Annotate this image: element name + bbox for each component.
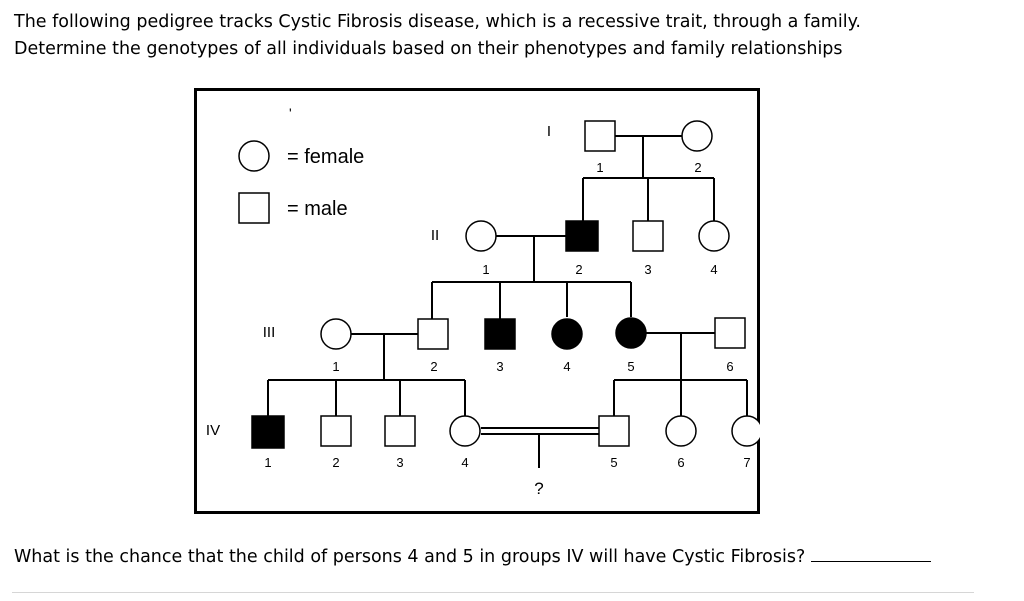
stray-mark: ' [289,105,292,121]
label-iii-1: 1 [332,359,339,374]
label-iii-4: 4 [563,359,570,374]
individual-iv-3-male [384,415,416,447]
instructions-line-2: Determine the genotypes of all individua… [14,39,843,59]
label-ii-4: 4 [710,262,717,277]
generation-label-i: I [547,123,551,140]
individual-iii-2-male [417,318,449,350]
individual-i-1-male [584,120,616,152]
label-ii-2: 2 [575,262,582,277]
label-iii-5: 5 [627,359,634,374]
individual-ii-2-affected-male [565,220,599,252]
question-text: What is the chance that the child of per… [14,547,806,567]
individual-iv-6-female [665,415,697,447]
individual-iv-1-affected-male [251,415,285,449]
label-ii-3: 3 [644,262,651,277]
label-iv-7: 7 [743,455,750,470]
label-i-2: 2 [694,160,701,175]
label-ii-1: 1 [482,262,489,277]
label-iv-2: 2 [332,455,339,470]
individual-ii-4-female [698,220,730,252]
individual-iv-4-female [449,415,481,447]
individual-ii-3-male [632,220,664,252]
individual-iii-3-affected-male [484,318,516,350]
label-iii-6: 6 [726,359,733,374]
legend-male-symbol [238,192,270,224]
pedigree-chart: = female = male ' I II III IV [194,88,763,519]
question: What is the chance that the child of per… [14,544,974,571]
individual-iv-7-female [731,415,763,447]
individual-iii-1-female [320,318,352,350]
label-i-1: 1 [596,160,603,175]
label-iv-6: 6 [677,455,684,470]
legend-female-symbol [238,140,270,172]
legend-female-label: = female [287,146,364,168]
pedigree-lines [267,135,748,468]
generation-label-iii: III [263,324,276,341]
pedigree-frame [194,88,760,514]
individual-iii-5-affected-female [615,317,647,349]
pedigree-svg: = female = male ' I II III IV [194,88,763,514]
generation-label-iv: IV [206,422,220,439]
label-iv-4: 4 [461,455,468,470]
individual-iii-6-male [714,317,746,349]
label-iii-3: 3 [496,359,503,374]
individual-iii-4-affected-female [551,318,583,350]
individual-ii-1-female [465,220,497,252]
bottom-divider [12,592,974,593]
instructions: The following pedigree tracks Cystic Fib… [14,9,1004,63]
label-iii-2: 2 [430,359,437,374]
individual-iv-5-male [598,415,630,447]
label-iv-5: 5 [610,455,617,470]
instructions-line-1: The following pedigree tracks Cystic Fib… [14,12,861,32]
generation-label-ii: II [431,227,439,244]
individual-i-2-female [681,120,713,152]
label-iv-3: 3 [396,455,403,470]
answer-blank[interactable] [810,545,931,562]
label-iv-1: 1 [264,455,271,470]
unknown-child-label: ? [534,479,543,498]
individual-iv-2-male [320,415,352,447]
legend-male-label: = male [287,198,348,220]
